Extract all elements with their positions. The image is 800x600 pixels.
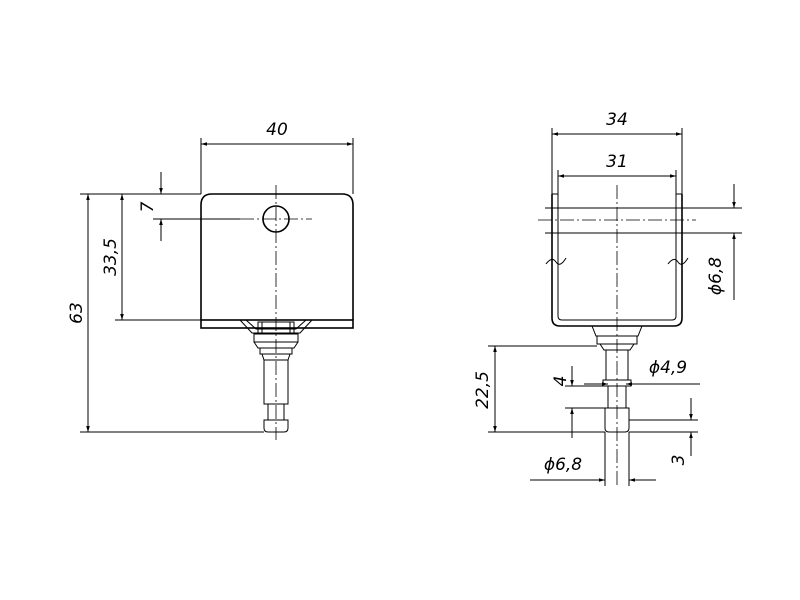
- dim-pin-diameter-small: ϕ4,9: [649, 358, 687, 378]
- dim-hole-diameter: ϕ6,8: [706, 257, 726, 295]
- dim-pin-end-3: 3: [669, 455, 689, 466]
- dim-total-height-63: 63: [67, 302, 87, 324]
- dim-inner-width-31: 31: [606, 152, 628, 172]
- front-bracket-outline: [200, 193, 354, 320]
- dim-pin-height-22-5: 22,5: [473, 371, 493, 409]
- dim-hole-offset-7: 7: [138, 201, 158, 212]
- side-view: 34 31 ϕ6,8 22,5 4 ϕ4,9 3: [473, 110, 742, 486]
- front-pin-assembly: [239, 319, 313, 433]
- front-view: 40 7 33,5 63: [67, 120, 354, 440]
- dim-width-40: 40: [266, 120, 288, 140]
- front-base-plate: [200, 319, 354, 329]
- dim-pin-diameter-large: ϕ6,8: [544, 455, 582, 475]
- dim-outer-width-34: 34: [606, 110, 628, 130]
- dim-plate-height-33-5: 33,5: [101, 238, 121, 276]
- dim-pin-groove-4: 4: [551, 376, 571, 387]
